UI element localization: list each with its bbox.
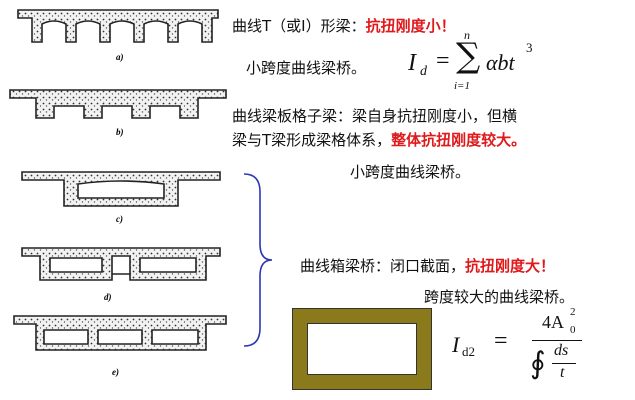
- formula2-lhs: I: [452, 332, 460, 357]
- t-beam-highlight: 抗扭刚度小！: [365, 17, 456, 35]
- grid-beam-line2: 梁与T梁形成梁格体系，整体抗扭刚度较大。: [232, 130, 526, 150]
- formula2-lhs-sub: d2: [462, 344, 475, 359]
- formula1-lower: i=1: [454, 80, 470, 92]
- formula2-num-sub: 0: [570, 324, 576, 336]
- formula2-fraction-bar: [532, 340, 582, 341]
- box-beam-highlight: 抗扭刚度大！: [465, 257, 556, 275]
- figure-label-b: b): [116, 127, 124, 137]
- formula-torsion-closed: I d2 = 4A 0 2 ∮ ds t: [444, 306, 594, 398]
- section-e-multicell-box: [13, 315, 227, 351]
- hollow-box-interior: [307, 323, 417, 375]
- box-beam-prefix: 曲线箱梁桥：闭口截面，: [300, 257, 466, 275]
- formula1-sum: ∑: [456, 36, 481, 76]
- section-a-t-beam: [17, 9, 219, 43]
- formula2-frac-bottom: t: [560, 364, 565, 381]
- hollow-box-section: [292, 308, 432, 390]
- box-beam-subtitle: 跨度较大的曲线梁桥。: [424, 288, 575, 306]
- box-beam-heading: 曲线箱梁桥：闭口截面，抗扭刚度大！: [300, 256, 555, 276]
- grid-beam-highlight: 整体抗扭刚度较大。: [391, 131, 527, 149]
- section-c-box-beam: [21, 171, 221, 207]
- formula2-num: 4A: [542, 312, 564, 332]
- formula2-num-sup: 2: [570, 306, 576, 318]
- formula1-lhs: I: [408, 50, 416, 76]
- grid-beam-line2-prefix: 梁与T梁形成梁格体系，: [232, 131, 392, 149]
- grid-beam-line1: 曲线梁板格子梁：梁自身抗扭刚度小，但横: [232, 107, 518, 125]
- formula1-upper: n: [464, 28, 470, 42]
- cross-section-figures: a) b) c) d) e): [9, 9, 227, 377]
- formula2-integral: ∮: [530, 346, 546, 381]
- figure-label-d: d): [104, 292, 112, 302]
- formula1-lhs-sub: d: [420, 64, 427, 79]
- t-beam-heading: 曲线T（或I）形梁：抗扭刚度小！: [232, 16, 456, 36]
- grid-beam-subtitle: 小跨度曲线梁桥。: [350, 163, 471, 181]
- t-beam-prefix: 曲线T（或I）形梁：: [232, 17, 366, 35]
- formula1-exp: 3: [526, 40, 533, 55]
- figure-label-e: e): [112, 367, 119, 377]
- curly-brace-icon: [243, 173, 273, 347]
- formula-torsion-open: I d = n ∑ i=1 αbt 3: [392, 26, 542, 100]
- formula1-eq: =: [436, 48, 450, 74]
- formula2-frac-top: ds: [554, 342, 569, 359]
- formula2-inner-fraction-bar: [552, 363, 576, 364]
- section-d-double-box: [21, 247, 221, 281]
- figure-label-c: c): [116, 214, 123, 224]
- formula2-eq: =: [494, 328, 508, 354]
- figure-label-a: a): [116, 52, 124, 62]
- section-b-grid-beam: [9, 89, 227, 119]
- t-beam-subtitle: 小跨度曲线梁桥。: [246, 59, 367, 77]
- formula1-term: αbt: [486, 50, 515, 75]
